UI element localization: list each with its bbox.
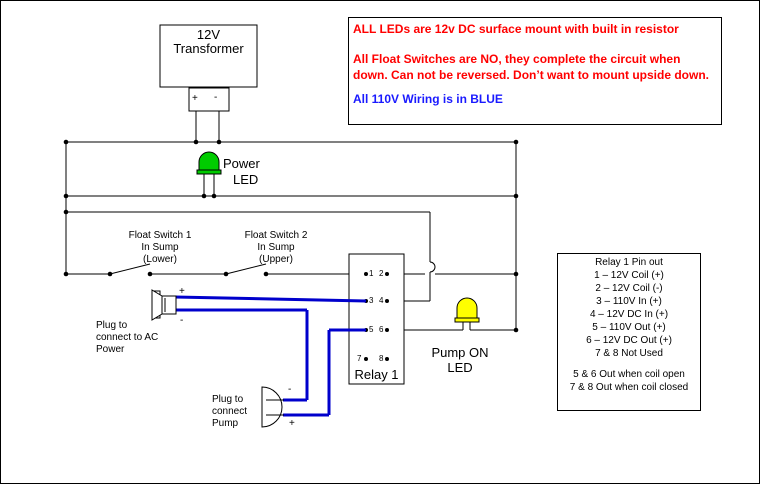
wiring-12v: [65, 111, 517, 331]
notes-box: ALL LEDs are 12v DC surface mount with b…: [348, 17, 722, 125]
ac-plug-icon: [151, 289, 177, 321]
pinout-item: 2 – 12V Coil (-): [595, 283, 663, 294]
pinout-item: 7 & 8 Not Used: [595, 348, 663, 359]
ac-plug-minus: -: [180, 315, 184, 326]
pinout-item: 6 – 12V DC Out (+): [586, 335, 672, 346]
pinout-item: 5 – 110V Out (+): [592, 322, 666, 333]
transformer-label-line1: 12V: [196, 27, 221, 42]
transformer-plus-terminal: +: [192, 93, 198, 104]
pinout-footer-2: 7 & 8 Out when coil closed: [569, 382, 689, 393]
pump-plug-label-line1: Plug to: [212, 394, 244, 405]
pump-plug-label-line3: Pump: [212, 418, 239, 429]
power-led-label-line2: LED: [233, 172, 259, 187]
pump-plug-plus: +: [289, 418, 295, 429]
transformer-minus-terminal: -: [214, 92, 218, 103]
ac-plug-plus: +: [179, 286, 185, 297]
relay-pin-4: 4: [379, 296, 384, 305]
relay-pin-8: 8: [379, 354, 384, 363]
relay-label: Relay 1: [354, 367, 399, 382]
float-switch-1-label-line1: Float Switch 1: [128, 230, 192, 241]
float-switch-1-label-line3: (Lower): [143, 254, 177, 265]
wiring-110v-note: All 110V Wiring is in BLUE: [353, 92, 503, 106]
relay-pinout-box: Relay 1 Pin out 1 – 12V Coil (+) 2 – 12V…: [557, 253, 701, 411]
float-switch-2-label-line3: (Upper): [259, 254, 293, 265]
ac-plug-label-line3: Power: [96, 344, 125, 355]
pinout-title: Relay 1 Pin out: [595, 257, 663, 268]
pinout-footer-1: 5 & 6 Out when coil open: [573, 369, 685, 380]
pinout-item: 4 – 12V DC In (+): [589, 309, 669, 320]
relay-pin-6: 6: [379, 325, 384, 334]
pump-led-icon: [454, 297, 480, 327]
pump-led-label-line1: Pump ON: [431, 345, 489, 360]
relay-pin-3: 3: [369, 296, 374, 305]
led-note: ALL LEDs are 12v DC surface mount with b…: [353, 22, 679, 36]
transformer-terminal-block: [188, 87, 230, 112]
power-led-icon: [196, 151, 222, 182]
pump-plug-minus: -: [288, 384, 292, 395]
pump-led-label-line2: LED: [447, 360, 473, 375]
wiring-110v: [174, 295, 367, 417]
float-switch-2-label-line2: In Sump: [257, 242, 295, 253]
relay-pin-2: 2: [379, 269, 384, 278]
power-led-label-line1: Power: [223, 156, 260, 171]
ac-plug-label-line1: Plug to: [96, 320, 128, 331]
relay-pin-7: 7: [357, 354, 362, 363]
pump-plug-icon: [261, 386, 284, 428]
pinout-item: 3 – 110V In (+): [596, 296, 662, 307]
transformer-box: [159, 24, 258, 88]
float-switch-note: All Float Switches are NO, they complete…: [353, 52, 710, 82]
pump-plug-label-line2: connect: [212, 406, 248, 417]
relay-pin-5: 5: [369, 325, 374, 334]
float-switch-2-label-line1: Float Switch 2: [244, 230, 308, 241]
transformer-label-line2: Transformer: [173, 41, 244, 56]
relay-box: [348, 253, 405, 385]
junction-dots: [63, 139, 519, 333]
float-switch-1-label-line2: In Sump: [141, 242, 179, 253]
ac-plug-label-line2: connect to AC: [96, 332, 159, 343]
pinout-item: 1 – 12V Coil (+): [594, 270, 664, 281]
relay-pin-1: 1: [369, 269, 374, 278]
